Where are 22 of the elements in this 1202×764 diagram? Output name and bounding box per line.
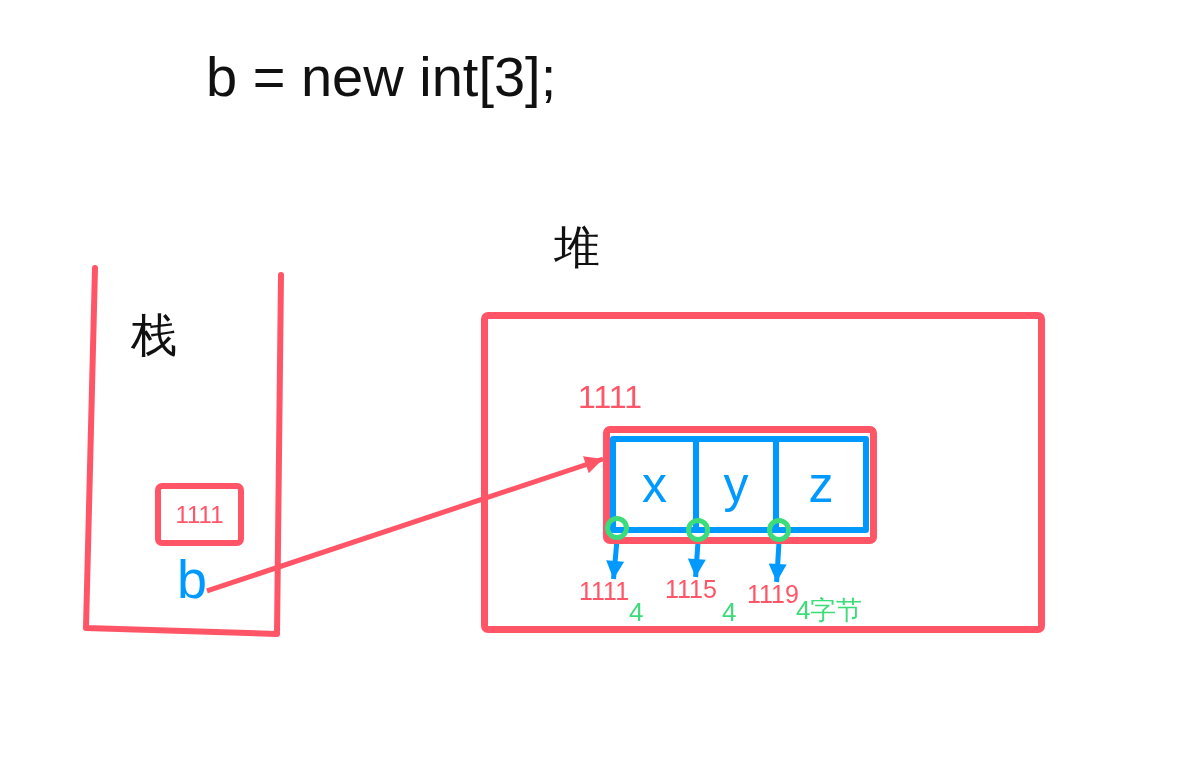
arrow [206, 456, 604, 594]
heap-label: 堆 [554, 224, 600, 270]
stack-label: 栈 [131, 312, 177, 358]
value-slot [155, 483, 244, 546]
ring-icon [605, 516, 629, 540]
stack-frame [80, 262, 286, 640]
ring-icon [686, 518, 710, 542]
address-label: 1111 [579, 579, 630, 604]
arrow [768, 541, 787, 583]
variable-name: b [177, 552, 208, 606]
array-cell [773, 436, 869, 533]
element-name: z [808, 459, 834, 510]
size-label: 4 [629, 599, 644, 625]
address-label: 1115 [665, 577, 717, 602]
address-value: 1111 [175, 502, 224, 527]
address-label: 1119 [747, 582, 799, 607]
ring-icon [767, 518, 791, 542]
arrow [687, 541, 706, 578]
element-name: y [723, 459, 749, 510]
element-name: x [642, 459, 667, 510]
size-label: 4 [722, 599, 737, 625]
address-label: 1111 [578, 381, 643, 413]
